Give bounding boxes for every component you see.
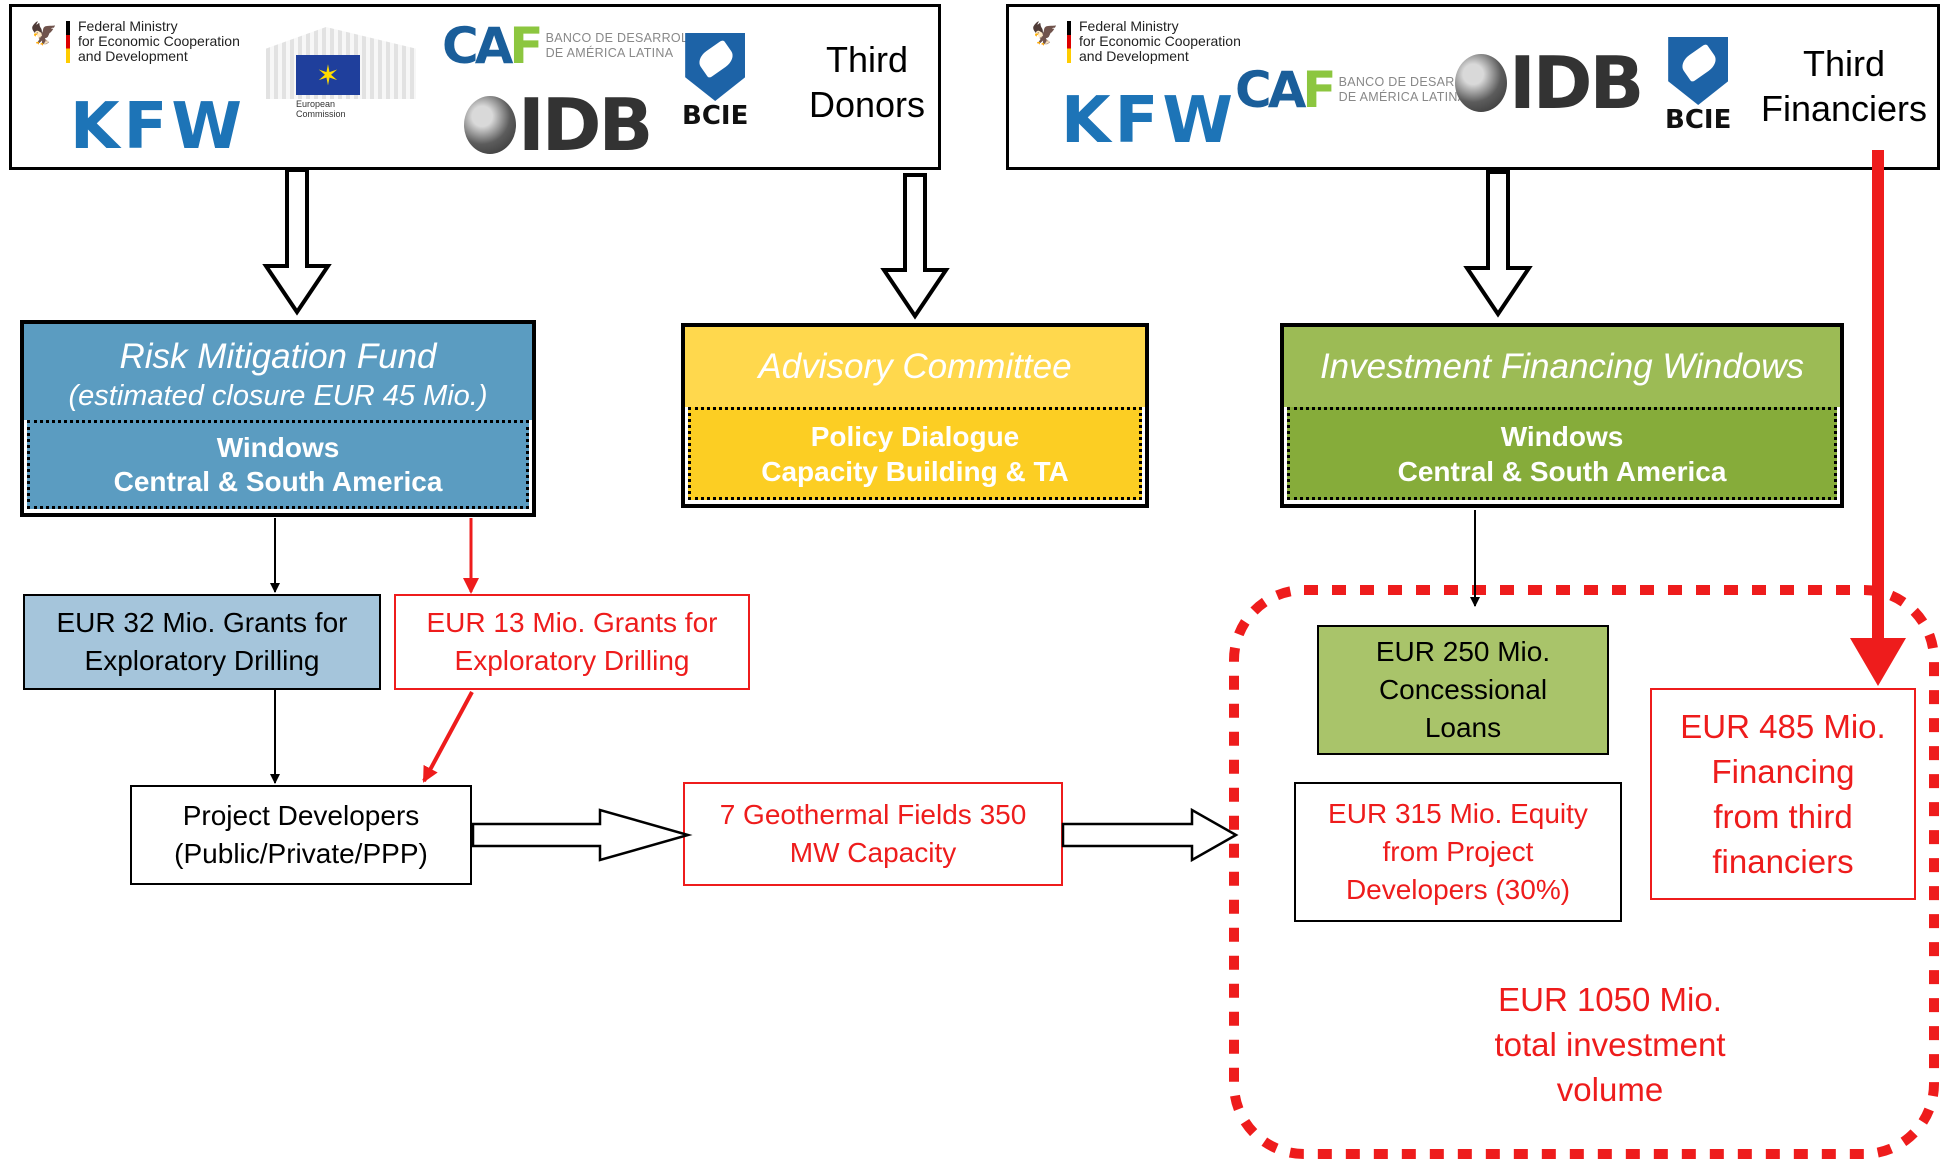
bmz-logo: 🦅 Federal Ministry for Economic Cooperat…: [30, 19, 270, 69]
eagle-icon: 🦅: [1031, 21, 1059, 46]
globe-icon: [1455, 54, 1507, 112]
financing-line-3: from third: [1713, 798, 1853, 835]
bmz-line-2: for Economic Cooperation: [1079, 33, 1241, 49]
investment-financing-windows: Investment Financing Windows Windows Cen…: [1280, 323, 1844, 508]
eu-commission-logo: ✶ European Commission: [266, 27, 416, 119]
german-flag-icon: [66, 21, 70, 63]
equity-line-3: Developers (30%): [1345, 874, 1571, 905]
financing-line-1: EUR 485 Mio.: [1680, 708, 1886, 745]
bmz-line-3: and Development: [78, 48, 188, 64]
block-arrow-donors-to-risk-fund: [262, 168, 332, 316]
grants-32-line-1: EUR 32 Mio. Grants for: [56, 607, 348, 638]
german-flag-icon: [1067, 21, 1071, 63]
risk-fund-title: Risk Mitigation Fund: [119, 337, 437, 376]
bcie-logo: BCIE: [1665, 37, 1731, 135]
total-investment-label: EUR 1050 Mio. total investment volume: [1440, 972, 1780, 1116]
third-donors-line-2: Donors: [808, 84, 926, 125]
globe-icon: [464, 96, 516, 154]
advisory-committee: Advisory Committee Policy Dialogue Capac…: [681, 323, 1149, 508]
bcie-logo: BCIE: [682, 33, 748, 131]
grants-32-line-2: Exploratory Drilling: [84, 645, 320, 676]
block-arrow-geothermal-to-investment: [1061, 807, 1239, 863]
bmz-line-1: Federal Ministry: [1079, 18, 1179, 34]
third-financing-box: EUR 485 Mio. Financing from third financ…: [1650, 688, 1916, 900]
idb-logo: IDB: [1455, 41, 1644, 125]
donors-right-box: 🦅 Federal Ministry for Economic Cooperat…: [1006, 4, 1940, 170]
donors-left-box: 🦅 Federal Ministry for Economic Cooperat…: [9, 4, 941, 170]
arrow-grants-13-to-developers: [422, 691, 474, 783]
idb-wordmark: IDB: [518, 83, 653, 167]
grants-13-line-2: Exploratory Drilling: [454, 645, 690, 676]
caf-sub-1: BANCO DE DESARROLLO: [545, 31, 706, 45]
grants-13-box: EUR 13 Mio. Grants for Exploratory Drill…: [394, 594, 750, 690]
caf-mark-f: F: [1302, 61, 1336, 119]
eu-caption-2: Commission: [296, 109, 346, 119]
caf-mark-c: C: [1235, 61, 1272, 119]
geothermal-line-1: 7 Geothermal Fields 350: [719, 799, 1027, 830]
caf-mark-a: A: [1267, 61, 1307, 119]
total-line-1: EUR 1050 Mio.: [1498, 980, 1722, 1018]
developers-line-2: (Public/Private/PPP): [174, 838, 428, 869]
risk-mitigation-fund: Risk Mitigation Fund (estimated closure …: [20, 320, 536, 517]
loans-line-1: EUR 250 Mio.: [1375, 636, 1551, 667]
block-arrow-donors-to-advisory: [880, 173, 950, 320]
caf-mark-a: A: [474, 17, 514, 75]
loans-line-2: Concessional: [1378, 674, 1548, 705]
third-financiers-line-1: Third: [1802, 43, 1886, 84]
caf-logo: CAF BANCO DE DESARROLLO DE AMÉRICA LATIN…: [442, 21, 705, 71]
kfw-logo: KFW: [70, 90, 246, 164]
project-developers-box: Project Developers (Public/Private/PPP): [130, 785, 472, 885]
total-investment-region: [1229, 585, 1939, 1159]
investment-title: Investment Financing Windows: [1319, 347, 1805, 386]
developers-line-1: Project Developers: [182, 800, 420, 831]
third-financiers-label: Third Financiers: [1749, 41, 1939, 131]
loans-line-3: Loans: [1424, 712, 1502, 743]
equity-line-2: from Project: [1382, 836, 1534, 867]
eu-flag-icon: ✶: [296, 55, 360, 95]
caf-mark-f: F: [509, 17, 543, 75]
risk-fund-windows: Windows: [216, 431, 340, 463]
caf-sub-2: DE AMÉRICA LATINA: [545, 46, 674, 60]
equity-box: EUR 315 Mio. Equity from Project Develop…: [1294, 782, 1622, 922]
advisory-title: Advisory Committee: [758, 347, 1072, 386]
kfw-logo: KFW: [1061, 84, 1237, 158]
investment-windows: Windows: [1500, 420, 1624, 452]
third-donors-label: Third Donors: [792, 37, 942, 127]
block-arrow-financiers-to-investment: [1463, 170, 1533, 318]
financing-line-2: Financing: [1711, 753, 1855, 790]
geothermal-line-2: MW Capacity: [789, 837, 957, 868]
risk-fund-subtitle: (estimated closure EUR 45 Mio.): [68, 380, 488, 412]
bmz-line-2: for Economic Cooperation: [78, 33, 240, 49]
bcie-wordmark: BCIE: [682, 101, 749, 131]
total-line-3: volume: [1556, 1070, 1664, 1108]
grants-13-line-1: EUR 13 Mio. Grants for: [426, 607, 718, 638]
investment-region: Central & South America: [1397, 455, 1727, 487]
bcie-wordmark: BCIE: [1665, 105, 1732, 135]
eagle-icon: 🦅: [30, 21, 58, 46]
advisory-capacity-building: Capacity Building & TA: [761, 455, 1069, 487]
idb-wordmark: IDB: [1509, 41, 1644, 125]
caf-logo: CAF BANCO DE DESARROLLO DE AMÉRICA LATIN…: [1235, 65, 1498, 115]
block-arrow-developers-to-geothermal: [471, 808, 693, 862]
geothermal-fields-box: 7 Geothermal Fields 350 MW Capacity: [683, 782, 1063, 886]
eu-caption-1: European: [296, 99, 336, 109]
bmz-logo: 🦅 Federal Ministry for Economic Cooperat…: [1031, 19, 1271, 69]
grants-32-box: EUR 32 Mio. Grants for Exploratory Drill…: [23, 594, 381, 690]
third-financiers-line-2: Financiers: [1760, 88, 1928, 129]
caf-sub-2: DE AMÉRICA LATINA: [1338, 90, 1467, 104]
total-line-2: total investment: [1494, 1025, 1726, 1063]
red-arrow-financiers-head: [1850, 638, 1906, 686]
concessional-loans-box: EUR 250 Mio. Concessional Loans: [1317, 625, 1609, 755]
bmz-line-3: and Development: [1079, 48, 1189, 64]
risk-fund-region: Central & South America: [113, 465, 443, 497]
advisory-policy-dialogue: Policy Dialogue: [810, 420, 1020, 452]
financing-line-4: financiers: [1712, 843, 1854, 880]
caf-mark-c: C: [442, 17, 479, 75]
third-donors-line-1: Third: [825, 39, 909, 80]
equity-line-1: EUR 315 Mio. Equity: [1328, 798, 1588, 829]
idb-logo: IDB: [464, 83, 653, 167]
bmz-line-1: Federal Ministry: [78, 18, 178, 34]
